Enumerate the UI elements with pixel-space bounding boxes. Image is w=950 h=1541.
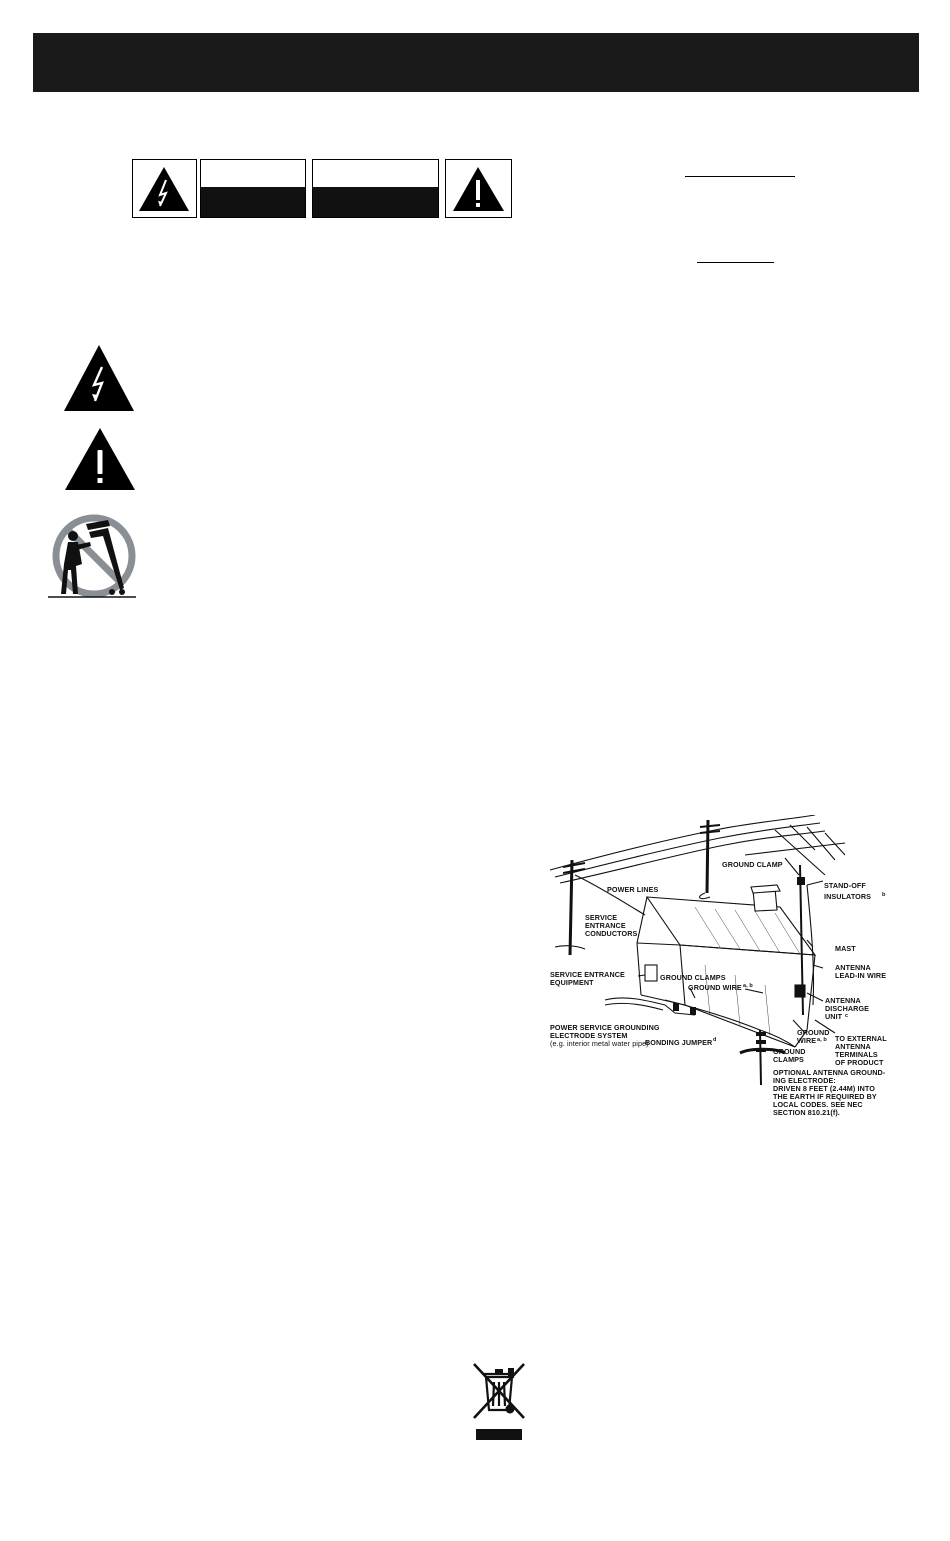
label-service-equipment-2: EQUIPMENT xyxy=(550,978,594,987)
label-external-3: TERMINALS xyxy=(835,1050,878,1059)
warning-label-box-left xyxy=(200,159,306,218)
warning-label-exclamation-box xyxy=(445,159,512,218)
label-discharge-sup: c xyxy=(845,1013,848,1019)
warning-label-box-right xyxy=(312,159,439,218)
label-optional-5: LOCAL CODES. SEE NEC xyxy=(773,1100,863,1109)
label-external-1: TO EXTERNAL xyxy=(835,1034,887,1043)
label-standoff-sup: b xyxy=(882,892,886,898)
label-ground-clamps-mid: GROUND CLAMPS xyxy=(660,973,726,982)
label-mast: MAST xyxy=(835,944,856,953)
label-optional-6: SECTION 810.21(f). xyxy=(773,1108,840,1117)
label-discharge-2: DISCHARGE xyxy=(825,1004,869,1013)
label-ground-wire-right-sup: a, b xyxy=(817,1037,827,1043)
label-discharge-1: ANTENNA xyxy=(825,996,861,1005)
label-optional-1: OPTIONAL ANTENNA GROUND- xyxy=(773,1068,886,1077)
cart-tipover-icon xyxy=(48,514,136,598)
label-external-2: ANTENNA xyxy=(835,1042,871,1051)
label-power-service-2: ELECTRODE SYSTEM xyxy=(550,1031,627,1040)
label-service-equipment-1: SERVICE ENTRANCE xyxy=(550,970,625,979)
label-discharge-3: UNIT xyxy=(825,1012,843,1021)
label-antenna-lead-2: LEAD-IN WIRE xyxy=(835,971,886,980)
heading-underline xyxy=(685,176,795,177)
label-ground-wire-right-2: WIRE xyxy=(797,1036,816,1045)
warning-label-dark-band xyxy=(201,187,305,217)
label-optional-4: THE EARTH IF REQUIRED BY xyxy=(773,1092,877,1101)
label-service-1: SERVICE xyxy=(585,913,617,922)
header-bar xyxy=(33,33,919,92)
label-power-service-3: (e.g. interior metal water pipe) xyxy=(550,1039,649,1048)
exclamation-triangle-icon xyxy=(453,167,504,211)
label-ground-wire-mid: GROUND WIRE xyxy=(688,983,742,992)
weee-crossed-bin-icon xyxy=(473,1363,525,1440)
label-antenna-lead-1: ANTENNA xyxy=(835,963,871,972)
label-ground-wire-mid-sup: a, b xyxy=(743,983,753,989)
label-power-service-1: POWER SERVICE GROUNDING xyxy=(550,1023,660,1032)
heading-underline xyxy=(697,262,774,263)
label-optional-3: DRIVEN 8 FEET (2.44M) INTO xyxy=(773,1084,875,1093)
warning-label-lightning-box xyxy=(132,159,197,218)
label-optional-2: ING ELECTRODE: xyxy=(773,1076,836,1085)
label-bonding-sup: d xyxy=(713,1037,716,1043)
exclamation-triangle-icon xyxy=(65,428,135,490)
label-bonding-jumper: BONDING JUMPER xyxy=(645,1038,713,1047)
label-standoff-2: INSULATORS xyxy=(824,892,871,901)
lightning-triangle-icon xyxy=(139,167,189,211)
label-service-2: ENTRANCE xyxy=(585,921,626,930)
label-ground-clamps-bottom-1: GROUND xyxy=(773,1047,806,1056)
antenna-grounding-diagram: POWER LINES GROUND CLAMP STAND-OFF INSUL… xyxy=(549,815,887,1117)
label-ground-clamps-bottom-2: CLAMPS xyxy=(773,1055,804,1064)
warning-label-dark-band xyxy=(313,187,438,217)
lightning-triangle-icon xyxy=(64,345,134,411)
label-ground-clamp: GROUND CLAMP xyxy=(722,860,783,869)
label-external-4: OF PRODUCT xyxy=(835,1058,884,1067)
label-service-3: CONDUCTORS xyxy=(585,929,637,938)
label-power-lines: POWER LINES xyxy=(607,885,659,894)
label-standoff-1: STAND-OFF xyxy=(824,881,866,890)
label-ground-wire-right-1: GROUND xyxy=(797,1028,830,1037)
